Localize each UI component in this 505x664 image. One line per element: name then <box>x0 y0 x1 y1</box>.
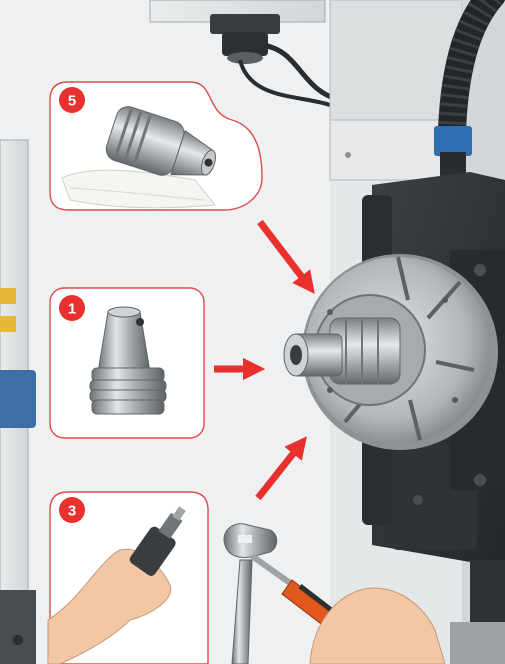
bolt-icon <box>452 397 458 403</box>
arrow-icon <box>257 219 315 294</box>
collet-icon <box>129 506 186 576</box>
bolt-icon <box>13 635 23 645</box>
collet-icon <box>89 306 167 415</box>
chuck <box>283 254 498 450</box>
blue-panel <box>0 370 36 428</box>
spindle-head <box>149 0 341 107</box>
warning-label-icon <box>0 316 16 332</box>
step-number: 3 <box>68 503 76 520</box>
bolt-icon <box>327 387 333 393</box>
step-badge <box>59 87 85 113</box>
hand <box>47 548 172 664</box>
bolt-icon <box>327 309 333 315</box>
bolt-icon <box>413 495 423 505</box>
bolt-icon <box>442 297 448 303</box>
bolt-icon <box>474 474 486 486</box>
insertion-arrows <box>214 219 315 501</box>
step-badge <box>59 295 85 321</box>
collet-icon <box>105 106 216 176</box>
step-number: 1 <box>68 301 76 318</box>
step-5-callout: 5 <box>49 81 263 211</box>
bolt-icon <box>345 152 351 158</box>
step-3-callout: 3 <box>47 491 209 664</box>
warning-label-icon <box>0 288 16 304</box>
left-machine-enclosure <box>0 139 36 664</box>
arrow-icon <box>255 436 307 501</box>
cloth-icon <box>61 169 216 209</box>
bolt-icon <box>474 264 486 276</box>
blue-coupling <box>434 126 472 156</box>
right-hand <box>309 587 446 664</box>
step-1-callout: 1 <box>49 287 205 439</box>
step-badge <box>59 497 85 523</box>
step-number: 5 <box>68 93 76 110</box>
wrench-icon <box>223 523 278 664</box>
